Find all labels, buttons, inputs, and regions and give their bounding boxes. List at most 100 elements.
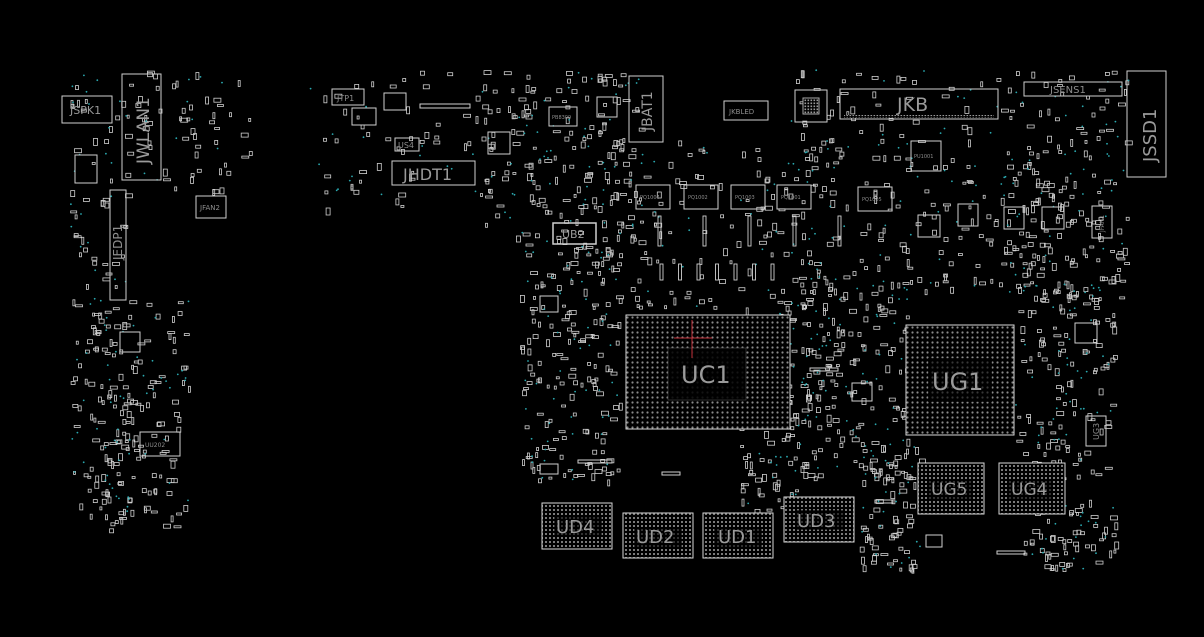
- smd-part: [577, 473, 585, 477]
- smd-part: [1040, 426, 1044, 435]
- via: [801, 381, 804, 384]
- component-small-chip[interactable]: [596, 96, 618, 118]
- smd-part: [559, 454, 564, 460]
- smd-part: [948, 261, 954, 267]
- component-jfan2[interactable]: JFAN2: [195, 195, 227, 219]
- smd-part: [420, 70, 425, 76]
- via: [83, 74, 85, 77]
- via: [817, 467, 819, 469]
- smd-part: [837, 429, 840, 435]
- via: [624, 84, 627, 87]
- component-jedp1[interactable]: JEDP1: [109, 189, 127, 301]
- component-small-chip[interactable]: [351, 107, 377, 126]
- component-ug1[interactable]: UG1: [905, 324, 1015, 436]
- smd-part: [618, 84, 624, 88]
- component-small-chip[interactable]: [74, 154, 98, 184]
- via: [1120, 85, 1122, 88]
- component-small-chip[interactable]: [957, 203, 979, 227]
- component-ud2[interactable]: UD2: [622, 512, 694, 559]
- smd-part: [1019, 231, 1024, 236]
- component-ub2[interactable]: UB2: [552, 222, 597, 245]
- smd-part: [172, 336, 176, 344]
- smd-part: [117, 482, 123, 485]
- smd-part: [860, 442, 865, 448]
- component-jbat1[interactable]: JBAT1: [628, 75, 664, 143]
- smd-part: [872, 155, 881, 161]
- smd-part: [966, 164, 971, 169]
- component-small-chip[interactable]: [383, 92, 407, 111]
- via: [799, 443, 802, 446]
- component-jfan1[interactable]: JFAN1: [1091, 205, 1113, 239]
- component-small-chip[interactable]: [1041, 206, 1065, 230]
- component-jspk1[interactable]: JSPK1: [61, 95, 113, 124]
- component-small-chip[interactable]: [487, 131, 511, 155]
- smd-part: [785, 305, 790, 312]
- via: [815, 416, 818, 418]
- smd-part: [1082, 348, 1088, 355]
- smd-part: [1029, 151, 1034, 156]
- component-pu1001[interactable]: PU1001: [910, 140, 942, 172]
- via: [1027, 167, 1029, 170]
- smd-part: [602, 122, 607, 131]
- component-jhdt1[interactable]: JHDT1: [391, 160, 476, 186]
- component-small-chip[interactable]: [1003, 206, 1025, 230]
- component-qfn-chip[interactable]: [794, 89, 828, 123]
- component-jssd1[interactable]: JSSD1: [1126, 70, 1167, 178]
- component-us4[interactable]: US4: [394, 137, 420, 152]
- component-ug3[interactable]: UG3: [1085, 415, 1107, 447]
- component-pq1005[interactable]: PQ1005: [857, 186, 893, 212]
- via: [103, 324, 106, 326]
- smd-part: [1055, 117, 1060, 122]
- component-jkbled[interactable]: JKBLED: [723, 100, 769, 121]
- via: [802, 377, 805, 380]
- component-pq1001[interactable]: PQ1001: [776, 184, 812, 210]
- component-small-chip[interactable]: [119, 331, 141, 353]
- component-connector-strip[interactable]: [419, 103, 471, 109]
- via: [1010, 261, 1012, 264]
- component-small-chip[interactable]: [917, 214, 941, 238]
- via: [1114, 120, 1117, 123]
- via: [891, 294, 894, 297]
- smd-part: [562, 304, 566, 308]
- smd-part: [526, 253, 533, 258]
- component-pq1003[interactable]: PQ1003: [730, 184, 766, 210]
- component-ug5[interactable]: UG5: [917, 462, 985, 515]
- via: [1073, 307, 1076, 310]
- component-ud3[interactable]: UD3: [783, 496, 855, 543]
- smd-part: [409, 173, 412, 182]
- smd-part: [618, 229, 622, 234]
- smd-part: [781, 288, 785, 294]
- component-ud1[interactable]: UD1: [702, 512, 774, 559]
- smd-part: [793, 456, 798, 461]
- smd-part: [827, 423, 832, 427]
- via: [510, 162, 512, 165]
- component-pb8309[interactable]: PB8309: [548, 106, 578, 127]
- smd-part: [1105, 72, 1110, 76]
- smd-part: [532, 466, 536, 474]
- smd-part: [607, 179, 610, 185]
- component-pq1004[interactable]: PQ1004: [635, 184, 671, 210]
- smd-part: [100, 199, 106, 207]
- component-jsens1[interactable]: JSENS1: [1023, 81, 1123, 97]
- via: [908, 556, 910, 559]
- via: [893, 322, 896, 325]
- smd-part: [546, 339, 550, 348]
- smd-part: [1053, 290, 1057, 295]
- smd-part: [75, 85, 79, 90]
- via: [545, 150, 548, 153]
- smd-part: [672, 258, 676, 264]
- smd-part: [825, 437, 831, 442]
- component-jtp1[interactable]: JTP1: [331, 88, 365, 106]
- via: [831, 236, 834, 239]
- smd-part: [226, 170, 232, 176]
- component-ud4[interactable]: UD4: [541, 502, 613, 550]
- smd-part: [809, 153, 814, 162]
- via: [1041, 547, 1043, 550]
- component-pq1002[interactable]: PQ1002: [683, 184, 719, 210]
- component-uu202[interactable]: UU202: [139, 431, 181, 457]
- smd-part: [893, 155, 901, 161]
- component-ug4[interactable]: UG4: [998, 462, 1066, 515]
- component-jkb[interactable]: JKB: [839, 88, 999, 120]
- component-jwlan1[interactable]: JWLAN1: [121, 73, 162, 181]
- component-uc1[interactable]: UC1: [625, 314, 791, 430]
